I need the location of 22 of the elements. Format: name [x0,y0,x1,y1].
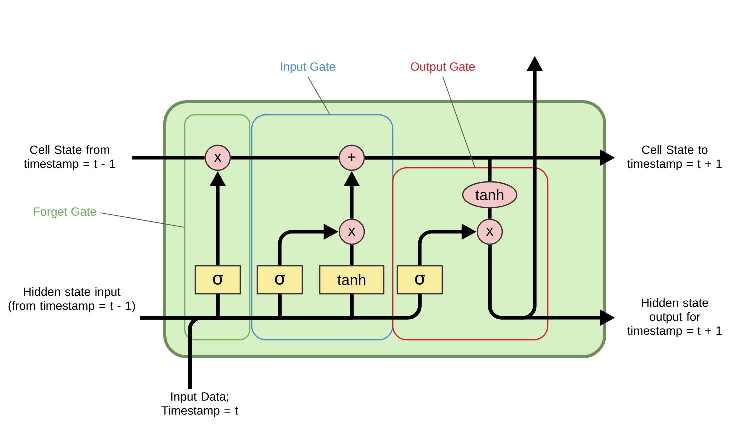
gate-outline [184,114,251,341]
leader-line [100,212,185,228]
activation-box: σ [396,265,444,295]
gate-label: Forget Gate [34,208,96,218]
gate-label: Input Gate [281,62,336,74]
connector-line [231,156,339,160]
activation-box: σ [194,265,242,295]
state-label: Hidden state output for timestamp = t + 1 [628,298,722,338]
state-label: Cell State from timestamp = t - 1 [24,145,116,171]
leader-line [442,76,476,168]
input-label: Input Data; Timestamp = t [162,392,238,418]
state-label: Hidden state input (from timestamp = t - 1) [8,287,136,313]
connector-line [132,156,205,160]
state-label: Cell State to timestamp = t + 1 [628,145,722,171]
connector-line [488,208,492,219]
gate-label: Output Gate [411,62,476,74]
activation-box: σ [256,265,304,295]
connector-line [365,156,492,182]
gate-outline [392,167,549,341]
activation-box: tanh [319,265,385,295]
connector-line [350,245,354,266]
connector-line [188,294,422,390]
